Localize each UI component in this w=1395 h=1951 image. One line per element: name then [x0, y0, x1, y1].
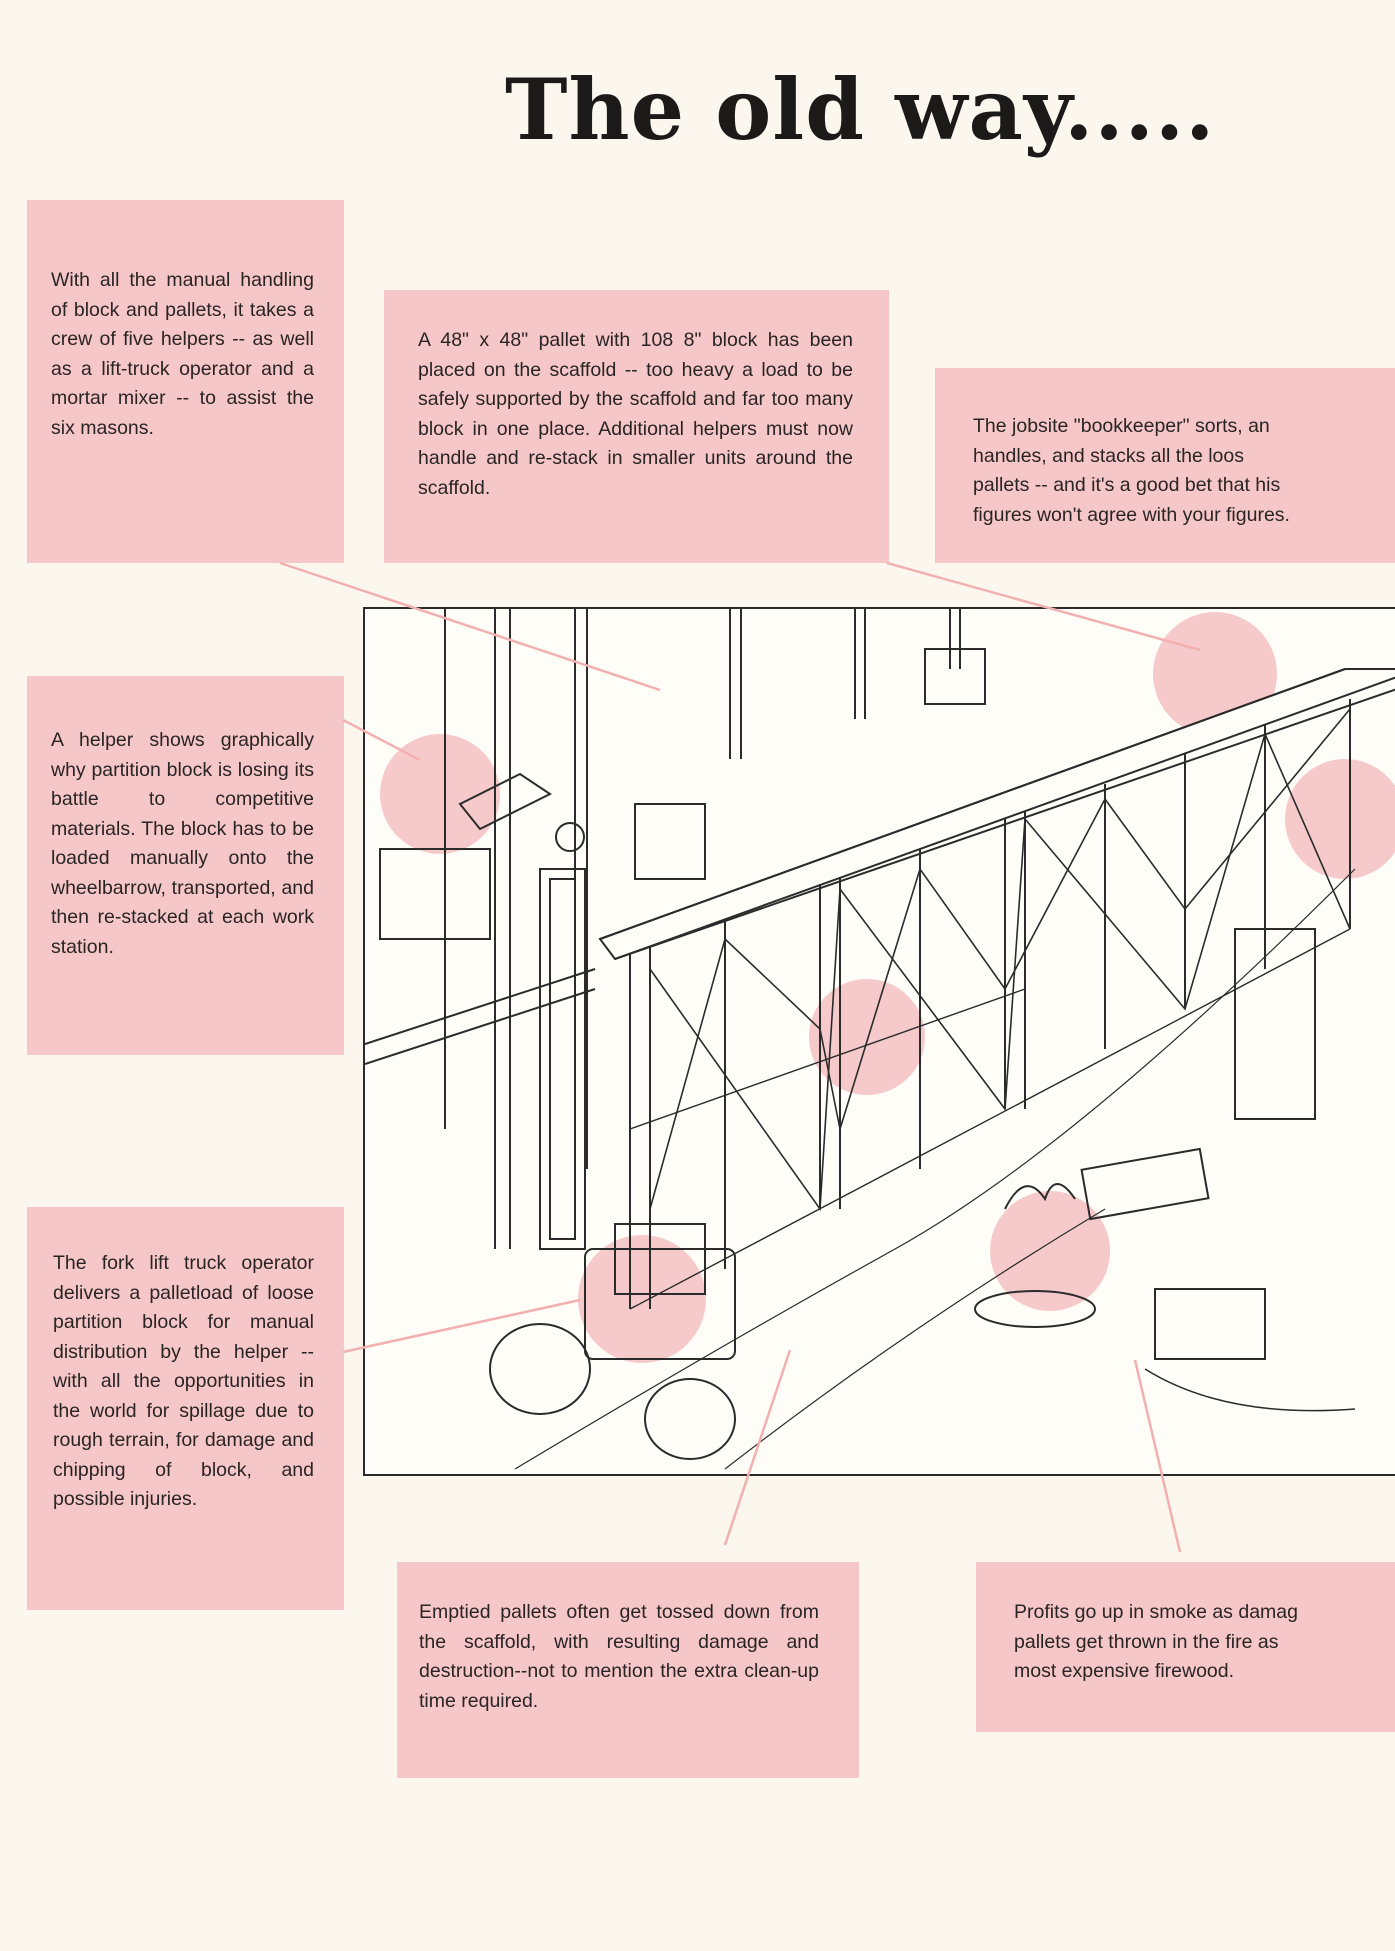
callout-bookkeeper-line: pallets -- and it's a good bet that his — [973, 474, 1281, 496]
callout-crew: With all the manual handling of block an… — [27, 200, 344, 563]
highlight-circle — [380, 734, 500, 854]
callout-pallet: A 48" x 48" pallet with 108 8" block has… — [384, 290, 889, 563]
leader-line — [886, 561, 1201, 652]
leader-line — [1133, 1359, 1182, 1553]
callout-helper: A helper shows graphically why partition… — [27, 676, 344, 1055]
leader-line — [279, 561, 661, 692]
leader-line — [723, 1349, 792, 1546]
callout-profits-line: pallets get thrown in the fire as — [1014, 1630, 1279, 1653]
leader-line — [342, 1298, 581, 1354]
callout-pallet-text: A 48" x 48" pallet with 108 8" block has… — [418, 329, 853, 499]
highlight-circle — [578, 1235, 706, 1363]
callout-helper-text: A helper shows graphically why partition… — [51, 729, 314, 958]
page-title: The old way..... — [505, 60, 1216, 159]
callout-forklift-text: The fork lift truck operator delivers a … — [53, 1252, 314, 1510]
callout-forklift: The fork lift truck operator delivers a … — [27, 1207, 344, 1610]
callout-bookkeeper-line: The jobsite "bookkeeper" sorts, an — [973, 415, 1270, 437]
callout-emptied-pallets: Emptied pallets often get tossed down fr… — [397, 1562, 859, 1778]
callout-emptied-pallets-text: Emptied pallets often get tossed down fr… — [419, 1601, 819, 1712]
callout-crew-text: With all the manual handling of block an… — [51, 269, 314, 439]
leader-line — [342, 718, 421, 762]
highlight-circle — [990, 1191, 1110, 1311]
highlight-circle — [1285, 759, 1395, 879]
callout-bookkeeper-line: figures won't agree with your figures. — [973, 503, 1290, 526]
callout-bookkeeper-line: handles, and stacks all the loos — [973, 444, 1245, 467]
scaffold-drawing — [365, 609, 1395, 1470]
callout-profits: Profits go up in smoke as damag pallets … — [976, 1562, 1395, 1732]
callout-profits-line: most expensive firewood. — [1014, 1660, 1235, 1682]
construction-site-illustration — [363, 607, 1395, 1476]
highlight-circle — [809, 979, 925, 1095]
callout-bookkeeper: The jobsite "bookkeeper" sorts, an handl… — [935, 368, 1395, 563]
callout-profits-line: Profits go up in smoke as damag — [1014, 1601, 1298, 1623]
